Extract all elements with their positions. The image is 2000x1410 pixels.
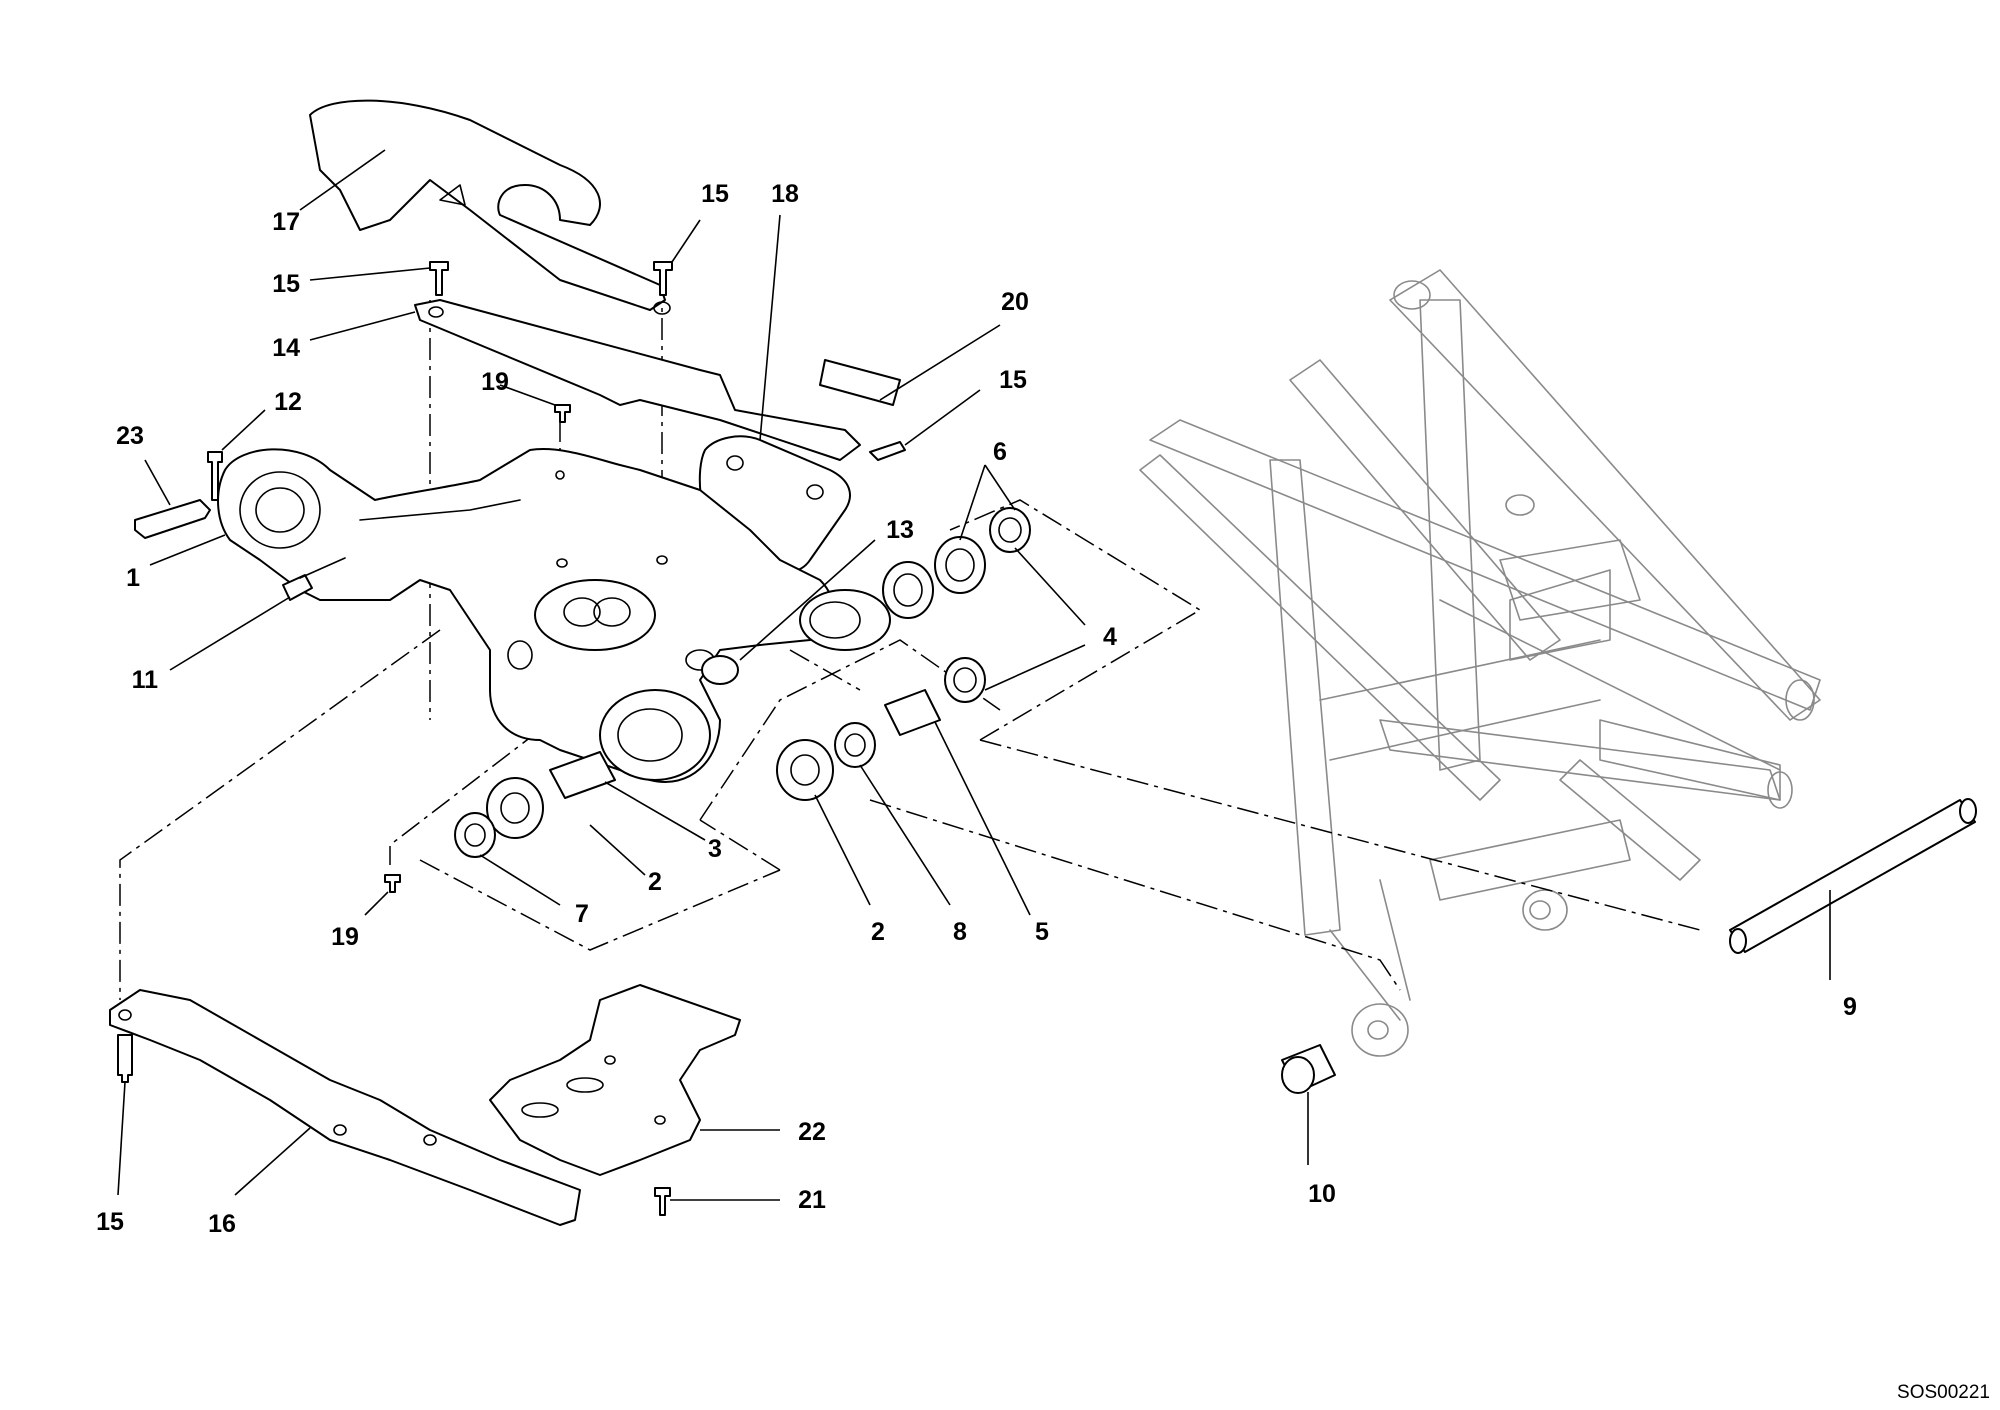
- part-8-bearing: [834, 722, 876, 768]
- callout-1: 1: [126, 564, 140, 592]
- part-15-screw-c: [869, 441, 906, 461]
- part-3-bushing: [549, 751, 616, 799]
- part-19-screw-b: [384, 874, 401, 893]
- part-16-lower-bracket: [109, 989, 581, 1226]
- part-12-screw: [207, 451, 223, 501]
- callout-4: 4: [1103, 623, 1117, 651]
- part-21-screw: [654, 1187, 671, 1216]
- callout-5: 5: [1035, 918, 1049, 946]
- callout-13: 13: [886, 516, 914, 544]
- callout-11: 11: [132, 666, 159, 694]
- callout-21: 21: [798, 1186, 826, 1214]
- part-2-bearing-right: [776, 739, 834, 801]
- callout-23: 23: [116, 422, 144, 450]
- part-9-pivot-shaft: [1729, 798, 1977, 954]
- callout-9: 9: [1843, 993, 1857, 1021]
- callout-2-left: 2: [648, 868, 662, 896]
- part-19-screw-a: [554, 404, 571, 423]
- part-15-screw-a: [429, 261, 449, 296]
- part-6-bearings: [882, 536, 986, 619]
- callout-20: 20: [1001, 288, 1029, 316]
- part-23-clamp-strip: [134, 499, 211, 539]
- part-7-seal: [454, 812, 496, 858]
- motorcycle-frame-outline: [1139, 269, 1821, 1057]
- callout-14: 14: [272, 334, 300, 362]
- callout-6: 6: [993, 438, 1007, 466]
- callout-15-top-left: 15: [272, 270, 300, 298]
- drawing-code: SOS00221: [1897, 1382, 1990, 1403]
- callout-3: 3: [708, 835, 722, 863]
- leader-lines: [117, 149, 1831, 1201]
- part-10-spacer: [1281, 1044, 1336, 1094]
- part-4-seal-lower: [944, 657, 986, 703]
- callout-19-bottom: 19: [331, 923, 359, 951]
- callouts: 1 2 2 3 4 5 6 7 8 9 10 11 12 13 14 15 15…: [96, 180, 1857, 1238]
- callout-8: 8: [953, 918, 967, 946]
- part-22-skid-plate: [489, 984, 741, 1176]
- callout-18: 18: [771, 180, 799, 208]
- callout-2-right: 2: [871, 918, 885, 946]
- part-17-chain-guard: [309, 99, 666, 311]
- callout-17: 17: [272, 208, 300, 236]
- callout-19-top: 19: [481, 368, 509, 396]
- callout-7: 7: [575, 900, 589, 928]
- part-1-swingarm: [217, 448, 891, 783]
- part-20-label: [819, 359, 901, 406]
- callout-15-right: 15: [999, 366, 1027, 394]
- callout-15-bottom-left: 15: [96, 1208, 124, 1236]
- callout-15-top-center: 15: [701, 180, 729, 208]
- part-11-bolt: [282, 574, 313, 601]
- part-13-plug: [701, 655, 739, 685]
- callout-22: 22: [798, 1118, 826, 1146]
- callout-10: 10: [1308, 1180, 1336, 1208]
- part-4-seal-upper: [989, 507, 1031, 553]
- part-15-screw-b: [653, 261, 673, 296]
- part-15-screw-d: [117, 1034, 133, 1083]
- part-2-bearing-left: [486, 777, 544, 839]
- part-5-bushing: [884, 689, 941, 736]
- callout-16: 16: [208, 1210, 236, 1238]
- part-14-guard-bracket: [414, 299, 861, 461]
- callout-12: 12: [274, 388, 302, 416]
- assembly-center-lines: [119, 280, 1701, 1000]
